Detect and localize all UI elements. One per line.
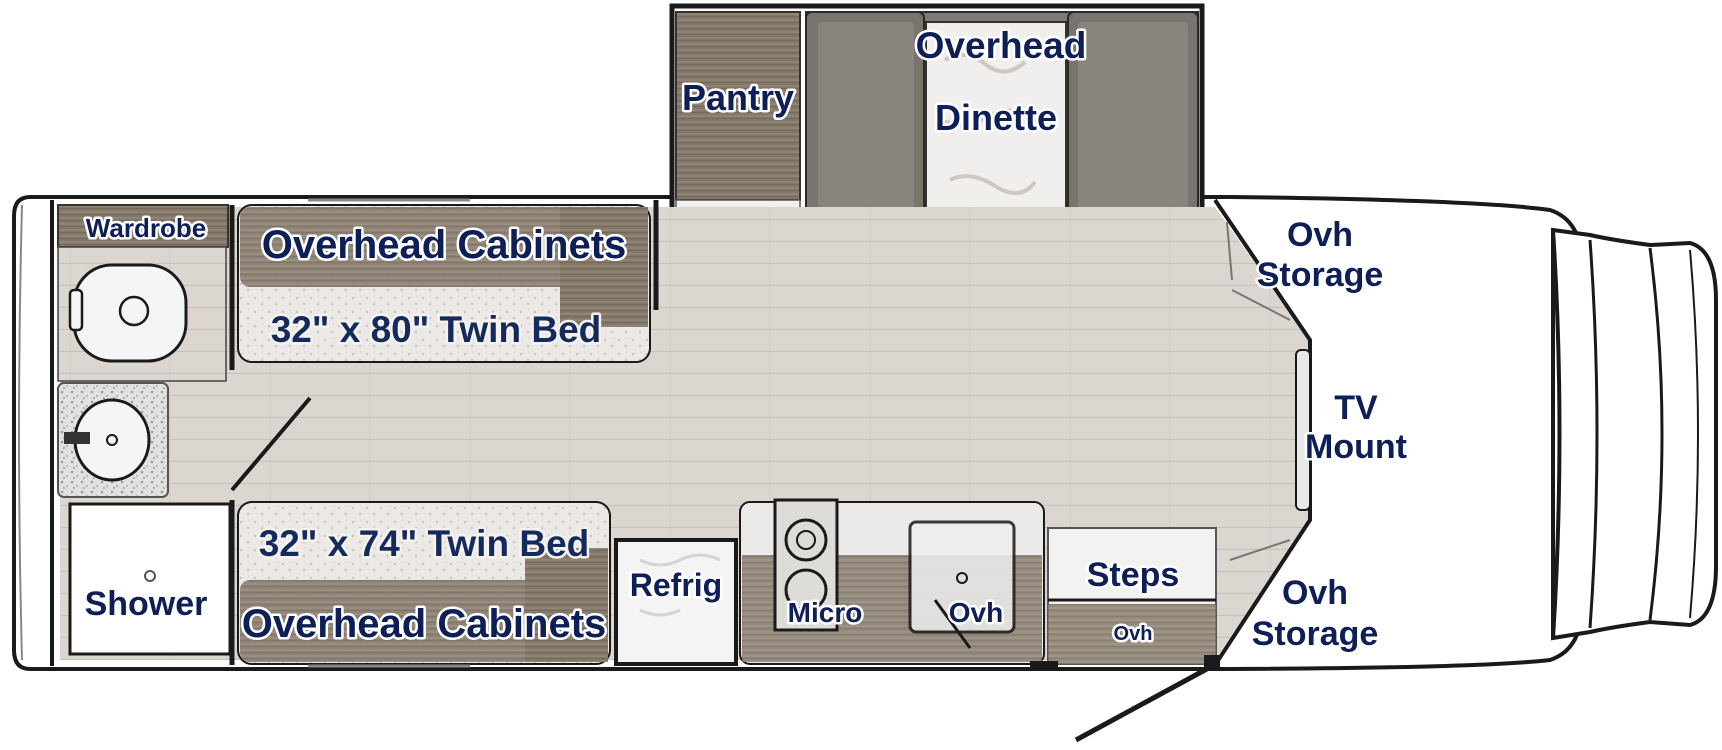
overhead-cabinets-bottom xyxy=(240,580,608,662)
tv-mount-label-2: Mount xyxy=(1305,428,1407,466)
entry-door[interactable] xyxy=(1074,661,1218,743)
overhead-label: Overhead xyxy=(916,25,1087,66)
hood xyxy=(1551,227,1718,641)
ovh-storage-top-label-2: Storage xyxy=(1257,256,1384,294)
ovh-steps-label: Ovh xyxy=(1114,623,1153,645)
ovh-storage-top-label-1: Ovh xyxy=(1287,216,1353,254)
ovh-storage-bottom-label-1: Ovh xyxy=(1282,574,1348,612)
twin-bed-bottom-label: 32" x 74" Twin Bed xyxy=(259,523,590,564)
kitchen-sink xyxy=(908,520,1016,634)
toilet xyxy=(72,263,188,363)
shower-stall xyxy=(68,502,232,656)
dinette-label: Dinette xyxy=(935,97,1057,138)
overhead-cabinets-bottom-label: Overhead Cabinets xyxy=(242,602,607,646)
cooktop xyxy=(773,498,839,632)
wardrobe xyxy=(57,204,229,248)
steps-label: Steps xyxy=(1087,556,1180,594)
tv-mount xyxy=(1295,349,1311,511)
twin-bed-top-label: 32" x 80" Twin Bed xyxy=(271,309,602,350)
pantry-label: Pantry xyxy=(682,77,794,118)
overhead-cabinets-top-label: Overhead Cabinets xyxy=(262,223,627,267)
wardrobe-label: Wardrobe xyxy=(86,213,206,243)
pantry-cabinet xyxy=(675,11,801,201)
refrig-label: Refrig xyxy=(630,567,722,603)
ovh-kitchen-label: Ovh xyxy=(949,597,1003,628)
micro-label: Micro xyxy=(788,597,863,628)
bathroom-door[interactable] xyxy=(230,396,312,492)
steps-overhead-cabinet xyxy=(1048,604,1216,664)
ovh-storage-bottom-label-2: Storage xyxy=(1252,615,1379,653)
tv-mount-label-1: TV xyxy=(1334,389,1378,427)
shower-label: Shower xyxy=(85,585,208,623)
overhead-cabinets-top xyxy=(240,207,648,287)
shower-drain xyxy=(144,570,156,582)
